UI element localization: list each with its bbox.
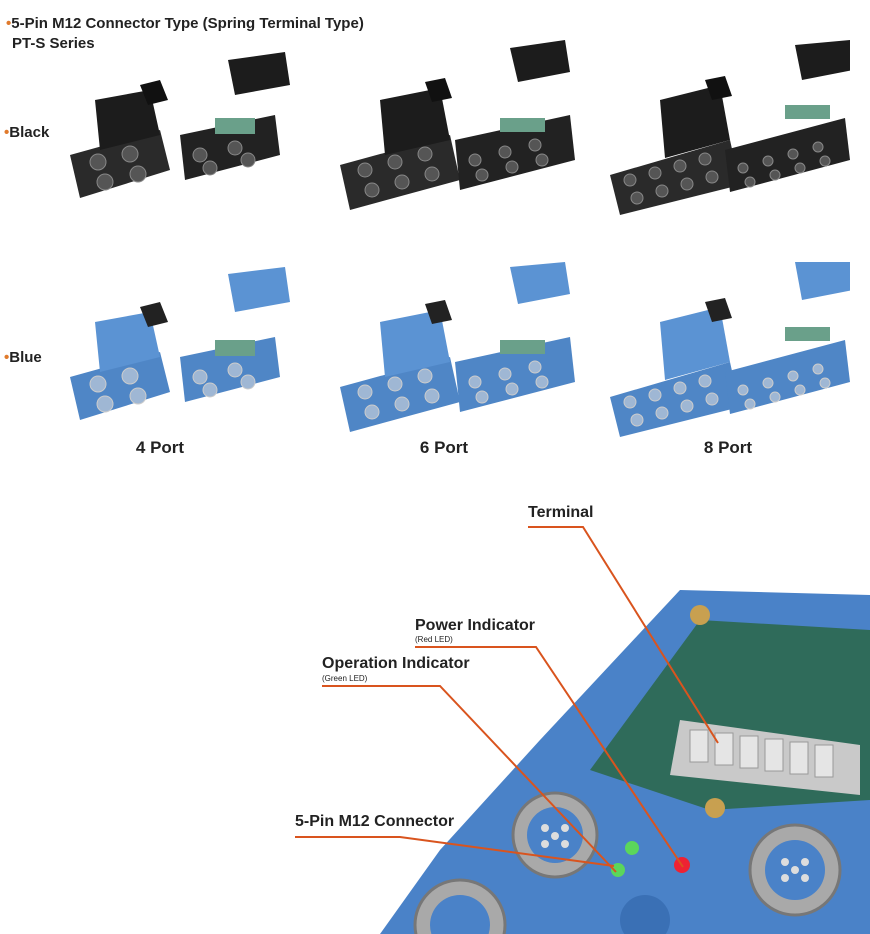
m12-connector-icon <box>748 823 842 917</box>
leader-connector <box>295 836 615 867</box>
bullet-dot: • <box>6 15 12 32</box>
port-label-6: 6 Port <box>419 438 469 457</box>
row-label-blue: •Blue <box>4 349 42 366</box>
title-line2: PT-S Series <box>12 35 95 52</box>
title-line1: 5-Pin M12 Connector Type (Spring Termina… <box>11 15 364 32</box>
callout-power-sub: (Red LED) <box>415 635 453 644</box>
center-hole <box>620 895 670 934</box>
callout-power: Power Indicator <box>415 617 536 634</box>
product-blue-6port <box>340 262 575 432</box>
callout-terminal: Terminal <box>528 504 594 521</box>
callout-connector: 5-Pin M12 Connector <box>295 813 455 830</box>
brass-insert <box>690 605 710 625</box>
product-black-6port <box>340 40 575 210</box>
bullet-dot: • <box>4 124 10 141</box>
brass-insert <box>705 798 725 818</box>
product-blue-4port <box>70 267 290 420</box>
leader-terminal <box>528 526 719 744</box>
product-black-4port <box>70 52 290 198</box>
green-led-icon <box>625 841 639 855</box>
bullet-dot: • <box>4 349 10 366</box>
product-black-8port <box>610 40 850 215</box>
row-label-black: •Black <box>4 124 50 141</box>
closeup-illustration <box>380 590 870 934</box>
page-title: •5-Pin M12 Connector Type (Spring Termin… <box>6 14 364 54</box>
product-blue-8port <box>610 262 850 437</box>
blue-products-illustration <box>70 262 850 437</box>
port-label-4: 4 Port <box>135 438 185 457</box>
green-led-icon <box>611 863 625 877</box>
callout-operation-sub: (Green LED) <box>322 674 368 683</box>
m12-connector-icon <box>413 878 507 934</box>
leader-power <box>415 646 684 868</box>
black-products-illustration <box>70 40 850 215</box>
leader-operation <box>322 685 617 873</box>
callout-operation: Operation Indicator <box>322 655 470 672</box>
port-label-8: 8 Port <box>703 438 753 457</box>
